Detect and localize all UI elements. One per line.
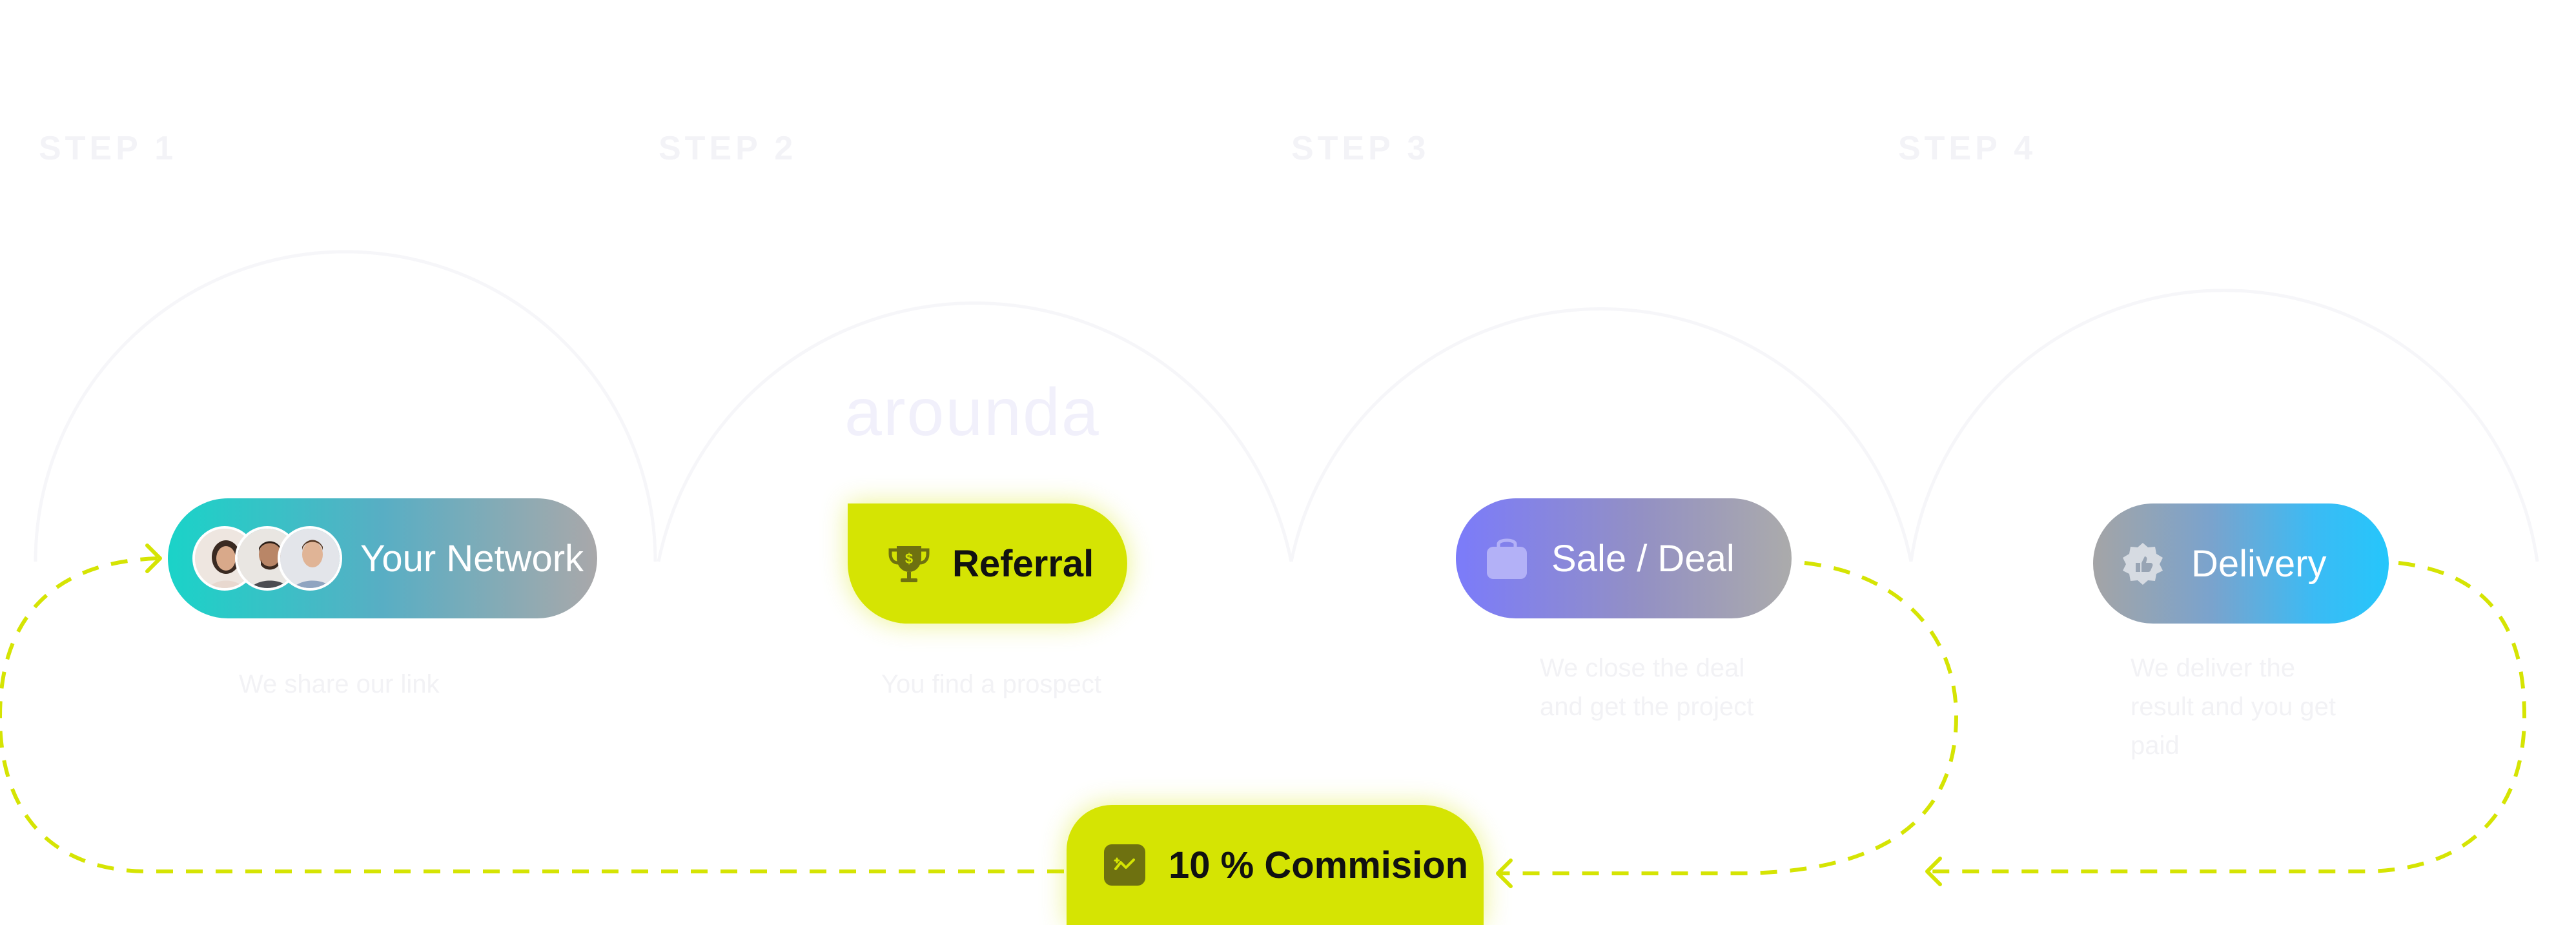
step-caption-3: We close the deal and get the project: [1540, 649, 1772, 726]
avatar-group: [192, 526, 342, 591]
step-label-3: STEP 3: [1291, 129, 1429, 168]
svg-text:$: $: [905, 551, 913, 567]
step-caption-2: You find a prospect: [881, 665, 1152, 704]
step-caption-4: We deliver the result and you get paid: [2131, 649, 2363, 765]
commission-label: 10 % Commision: [1169, 844, 1468, 887]
step-label-4: STEP 4: [1898, 129, 2036, 168]
sale-deal-label: Sale / Deal: [1551, 537, 1735, 580]
referral-node: $ Referral: [848, 503, 1127, 624]
bag-icon: [1484, 535, 1529, 582]
referral-label: Referral: [952, 542, 1094, 585]
delivery-label: Delivery: [2191, 542, 2327, 585]
avatar: [278, 526, 342, 591]
step-label-2: STEP 2: [659, 129, 797, 168]
commission-node: 10 % Commision: [1067, 805, 1484, 925]
brand-logo: arounda: [844, 374, 1100, 451]
badge-check-icon: [2120, 541, 2165, 586]
trophy-icon: $: [886, 541, 932, 586]
delivery-node: Delivery: [2093, 503, 2389, 624]
sale-deal-node: Sale / Deal: [1456, 498, 1792, 618]
chart-icon: [1104, 844, 1145, 886]
your-network-label: Your Network: [360, 537, 584, 580]
step-label-1: STEP 1: [39, 129, 177, 168]
step-caption-1: We share our link: [239, 665, 510, 704]
your-network-node: Your Network: [168, 498, 597, 618]
